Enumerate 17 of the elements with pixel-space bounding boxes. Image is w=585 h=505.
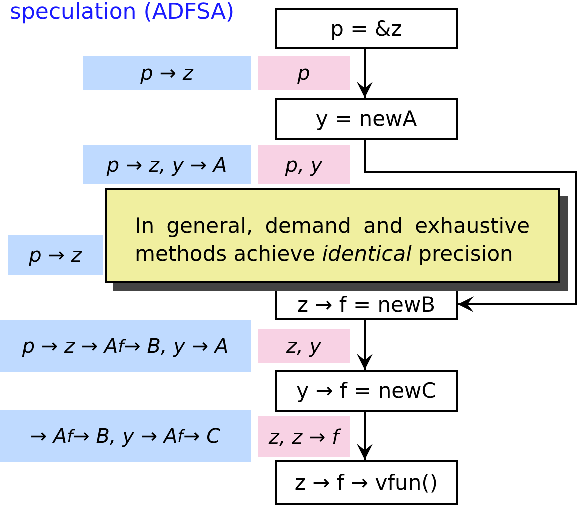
points-to-label: p → z — [8, 235, 103, 275]
variable-label: z, y — [258, 329, 350, 363]
arrow — [357, 49, 373, 98]
arrow — [357, 412, 373, 460]
points-to-label: p → z — [83, 56, 251, 90]
arrow — [357, 320, 373, 370]
statement-box: y = newA — [275, 98, 458, 140]
statement-box: z → f = newB — [275, 289, 458, 320]
slide-title: speculation (ADFSA) — [10, 0, 235, 25]
statement-box: p = &z — [275, 8, 458, 49]
variable-label: p, y — [258, 145, 350, 184]
statement-box: z → f → vfun() — [275, 460, 458, 505]
points-to-label: p → z, y → A — [83, 145, 251, 184]
statement-box: y → f = newC — [275, 370, 458, 412]
arrow — [364, 140, 577, 312]
variable-label: p — [258, 56, 350, 90]
variable-label: z, z → f — [258, 416, 350, 457]
